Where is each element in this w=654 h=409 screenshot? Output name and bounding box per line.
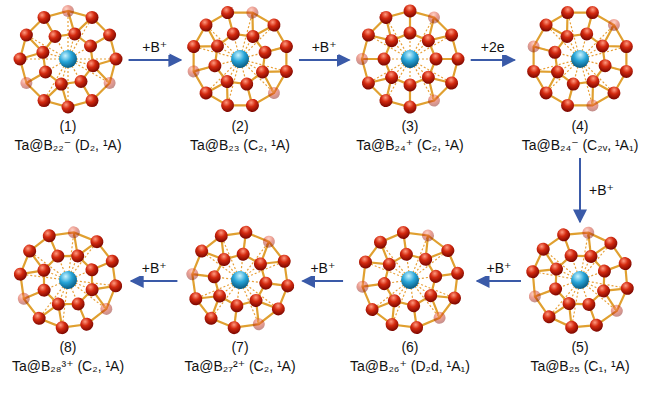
compound-number: (8): [59, 338, 76, 357]
compound-number: (3): [401, 117, 418, 136]
cluster-formula: Ta@B₂₆⁺ (D₂d, ¹A₁): [350, 357, 470, 376]
compound-number: (4): [571, 117, 588, 136]
edge-label: +B⁺: [140, 39, 169, 55]
cluster-model: [14, 5, 123, 114]
edge-label: +B⁺: [587, 182, 616, 198]
cluster-model: [173, 0, 306, 126]
cluster-model: [7, 220, 128, 341]
cluster-node: (1)Ta@B₂₂⁻ (D₂, ¹A): [10, 4, 125, 155]
cluster-model: [517, 217, 643, 343]
reaction-arrow: [129, 59, 181, 61]
reaction-arrow: [471, 59, 515, 61]
compound-number: (6): [401, 338, 418, 357]
compound-number: (7): [231, 338, 248, 357]
reaction-arrow: [299, 59, 349, 61]
cluster-node: (3)Ta@B₂₄⁺ (C₂, ¹A): [352, 4, 467, 155]
reaction-arrow: [303, 280, 343, 282]
cluster-formula: Ta@B₂₂⁻ (D₂, ¹A): [14, 136, 121, 155]
reaction-arrow: [579, 158, 581, 222]
reaction-arrow: [131, 280, 177, 282]
edge-label: +B⁺: [485, 260, 514, 276]
cluster-model: [336, 0, 485, 133]
compound-number: (2): [231, 117, 248, 136]
cluster-formula: Ta@B₂₄⁻ (C₂ᵥ, ¹A₁): [522, 136, 639, 155]
cluster-node: (5)Ta@B₂₅ (C₁, ¹A): [524, 225, 636, 376]
edge-label: +B⁺: [140, 260, 169, 276]
reaction-arrow: [477, 280, 521, 282]
cluster-formula: Ta@B₂₈³⁺ (C₂, ¹A): [12, 357, 124, 376]
cluster-formula: Ta@B₂₃ (C₂, ¹A): [190, 136, 290, 155]
cluster-node: (7)Ta@B₂₇²⁺ (C₂, ¹A): [180, 225, 299, 376]
compound-number: (5): [571, 338, 588, 357]
cluster-formula: Ta@B₂₇²⁺ (C₂, ¹A): [184, 357, 295, 376]
edge-label: +2e: [479, 39, 507, 55]
cluster-node: (8)Ta@B₂₈³⁺ (C₂, ¹A): [8, 225, 128, 376]
cluster-formula: Ta@B₂₄⁺ (C₂, ¹A): [356, 136, 463, 155]
edge-label: +B⁺: [308, 260, 337, 276]
cluster-node: (2)Ta@B₂₃ (C₂, ¹A): [184, 4, 296, 155]
cluster-node: (6)Ta@B₂₆⁺ (D₂d, ¹A₁): [346, 225, 474, 376]
edge-label: +B⁺: [310, 39, 339, 55]
cluster-node: (4)Ta@B₂₄⁻ (C₂ᵥ, ¹A₁): [518, 4, 643, 155]
cluster-model: [164, 204, 316, 356]
cluster-formula: Ta@B₂₅ (C₁, ¹A): [530, 357, 629, 376]
cluster-model: [503, 0, 654, 136]
cluster-model: [339, 210, 481, 351]
compound-number: (1): [59, 117, 76, 136]
